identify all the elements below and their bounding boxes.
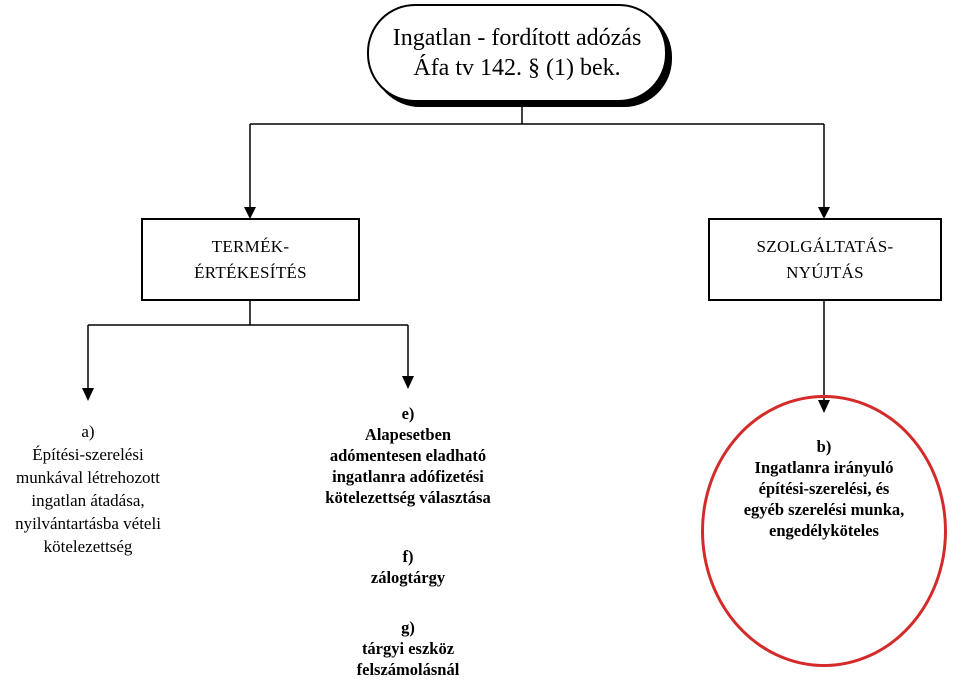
title-line-2: Áfa tv 142. § (1) bek. bbox=[413, 55, 621, 81]
category-product-line-2: ÉRTÉKESÍTÉS bbox=[194, 262, 307, 282]
leaf-a-line: Építési-szerelési bbox=[32, 445, 144, 464]
leaf-b-line: egyéb szerelési munka, bbox=[743, 500, 905, 519]
leaf-e-line: kötelezettség választása bbox=[325, 488, 491, 507]
leaf-b-line: Ingatlanra irányuló bbox=[754, 458, 894, 477]
highlight-ellipse bbox=[701, 395, 947, 667]
category-box-product: TERMÉK- ÉRTÉKESÍTÉS bbox=[141, 218, 360, 301]
leaf-g-line: felszámolásnál bbox=[356, 660, 460, 679]
leaf-g-line: tárgyi eszköz bbox=[361, 639, 455, 658]
leaf-b-line: engedélyköteles bbox=[769, 521, 879, 540]
leaf-f-label: f) bbox=[402, 547, 414, 566]
leaf-f-line: zálogtárgy bbox=[370, 568, 446, 587]
arrow-left-category bbox=[244, 207, 256, 219]
leaf-b-line: építési-szerelési, és bbox=[758, 479, 890, 498]
category-box-service: SZOLGÁLTATÁS- NYÚJTÁS bbox=[708, 218, 942, 301]
leaf-e: e) Alapesetben adómentesen eladható inga… bbox=[300, 403, 516, 508]
arrow-right-category bbox=[818, 207, 830, 219]
leaf-e-line: adómentesen eladható bbox=[329, 446, 487, 465]
leaf-e-line: ingatlanra adófizetési bbox=[332, 467, 484, 486]
leaf-a: a) Építési-szerelési munkával létrehozot… bbox=[0, 420, 176, 558]
leaf-f: f) zálogtárgy bbox=[300, 546, 516, 588]
category-product-line-1: TERMÉK- bbox=[211, 236, 290, 256]
title-box: Ingatlan - fordított adózás Áfa tv 142. … bbox=[367, 4, 667, 102]
leaf-g-label: g) bbox=[401, 618, 415, 637]
leaf-g: g) tárgyi eszköz felszámolásnál bbox=[300, 617, 516, 680]
category-service-line-2: NYÚJTÁS bbox=[786, 262, 864, 282]
category-service-line-1: SZOLGÁLTATÁS- bbox=[756, 236, 894, 256]
leaf-b: b) Ingatlanra irányuló építési-szerelési… bbox=[715, 436, 933, 541]
leaf-e-line: Alapesetben bbox=[364, 425, 452, 444]
title-line-1: Ingatlan - fordított adózás bbox=[392, 25, 642, 51]
leaf-e-label: e) bbox=[401, 404, 415, 423]
leaf-a-line: munkával létrehozott bbox=[16, 468, 160, 487]
leaf-a-line: nyilvántartásba vételi bbox=[15, 514, 161, 533]
arrow-leaf-e bbox=[402, 376, 414, 389]
leaf-a-label: a) bbox=[81, 422, 95, 441]
leaf-a-line: ingatlan átadása, bbox=[31, 491, 145, 510]
leaf-b-label: b) bbox=[816, 437, 832, 456]
arrow-leaf-a bbox=[82, 388, 94, 401]
leaf-a-line: kötelezettség bbox=[43, 537, 133, 556]
